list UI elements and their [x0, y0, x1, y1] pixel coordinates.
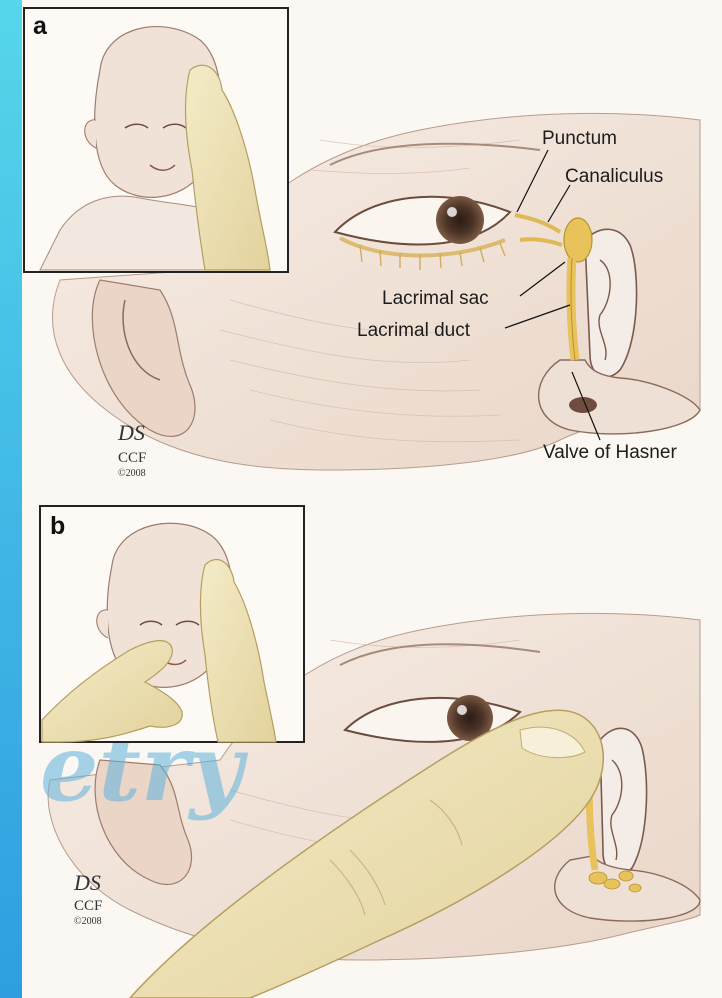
label-lacrimal-duct: Lacrimal duct [357, 320, 471, 341]
artist-signature-b: DS CCF ©2008 [73, 870, 102, 927]
panel-letter-b: b [50, 512, 65, 540]
label-valve-of-hasner: Valve of Hasner [543, 442, 677, 463]
panel-a: Punctum Canaliculus Lacrimal sac Lacrima… [24, 8, 700, 479]
inset-b: b [40, 506, 304, 742]
panel-letter-a: a [33, 12, 48, 40]
label-canaliculus: Canaliculus [565, 166, 663, 187]
label-lacrimal-sac: Lacrimal sac [382, 288, 489, 309]
svg-text:©2008: ©2008 [74, 916, 102, 927]
svg-text:DS: DS [73, 870, 101, 895]
svg-text:©2008: ©2008 [118, 468, 146, 479]
svg-text:CCF: CCF [74, 898, 102, 914]
svg-text:CCF: CCF [118, 450, 146, 466]
lacrimal-sac-shape [564, 218, 592, 262]
iris-a [436, 196, 484, 244]
inset-a: a [24, 8, 288, 272]
panel-b: etry DS CCF ©2008 b [40, 506, 700, 998]
svg-text:DS: DS [117, 420, 145, 445]
label-punctum: Punctum [542, 128, 617, 149]
artist-signature-a: DS CCF ©2008 [117, 420, 146, 479]
